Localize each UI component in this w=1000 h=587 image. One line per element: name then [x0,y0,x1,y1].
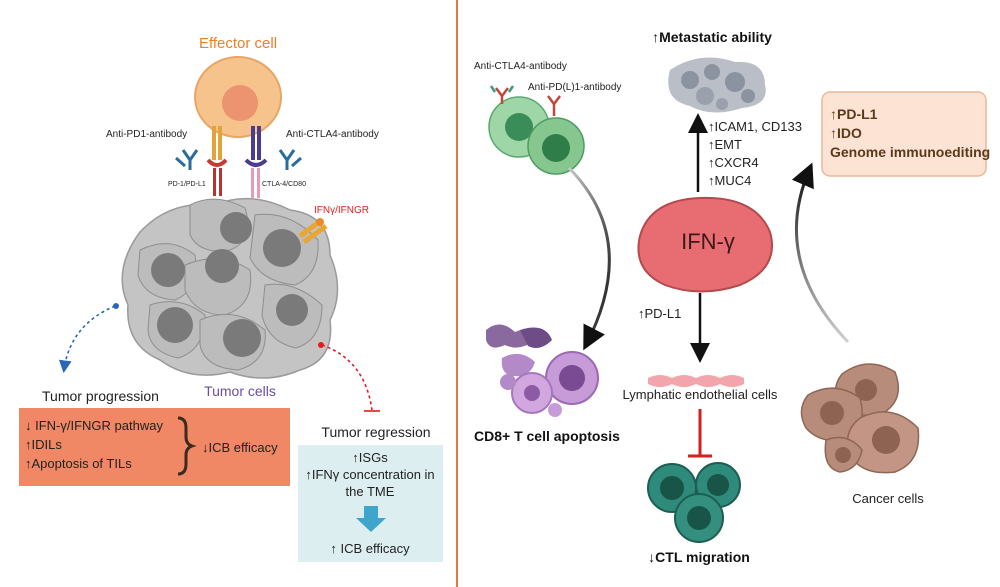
progression-item: ↑IDILs [25,437,62,452]
metastatic-label: ↑Metastatic ability [652,29,772,45]
left-panel: Effector cell [19,35,443,562]
t-cells-icon [488,96,585,175]
progression-dashed-arrow [58,305,116,374]
tumor-progression-box [19,408,290,486]
immunoediting-box [821,91,987,177]
anti-ctla4-label-left: Anti-CTLA4-antibody [286,129,379,140]
tumor-cells-label: Tumor cells [204,383,276,399]
ifngr-label: IFNγ/IFNGR [314,205,369,216]
ctla4-cd80-label: CTLA-4/CD80 [262,181,306,188]
box-item: ↑IDO [830,125,862,141]
antibody-icon [495,87,561,116]
progression-item: ↓ IFN-γ/IFNGR pathway [25,418,163,433]
box-item: ↑PD-L1 [830,106,878,122]
regression-item: the TME [346,484,395,499]
marker-item: ↑MUC4 [708,173,751,188]
regression-item: ↑IFNγ concentration in [305,467,434,482]
ctl-cells-icon [647,462,741,543]
ifng-blob-icon [637,196,773,293]
anti-pdl1-label: Anti-PD(L)1-antibody [528,82,621,93]
progression-arrow-dot [113,303,119,309]
pdl1-up-label: ↑PD-L1 [638,306,681,321]
pd1-pdl1-label: PD-1/PD-L1 [168,181,206,188]
marker-item: ↑EMT [708,137,742,152]
cancer-cells-icon [800,363,920,474]
tumor-cells-icon [121,197,339,379]
lymphatic-endothelial-icon [648,375,744,387]
cancer-cells-label: Cancer cells [852,491,924,506]
ifng-label: IFN-γ [681,229,735,254]
ifngr-receptor-icon [298,217,328,245]
antibody-tip-icon [489,85,515,93]
tumor-regression-title: Tumor regression [321,424,430,440]
ctla4-receptor-icon [244,126,268,198]
regression-item: ↑ISGs [352,450,388,465]
marker-item: ↑CXCR4 [708,155,759,170]
anti-pd1-antibody-icon [175,149,199,170]
anti-ctla4-label-right: Anti-CTLA4-antibody [474,61,567,72]
regression-result: ↑ ICB efficacy [330,541,410,556]
cancer-curved-arrow [791,162,850,344]
anti-ctla4-antibody-icon [278,149,302,170]
progression-result: ↓ICB efficacy [202,440,278,455]
regression-arrow-dot [318,342,324,348]
progression-item: ↑Apoptosis of TILs [25,456,132,471]
apoptosis-curved-arrow [567,166,611,351]
effector-cell-icon [194,56,282,138]
box-item: Genome immunoediting [830,144,990,160]
ctl-migration-label: ↓CTL migration [648,549,750,565]
pd1-receptor-icon [206,126,228,196]
lymphatic-label: Lymphatic endothelial cells [623,387,778,402]
right-panel: Anti-CTLA4-antibody Anti-PD(L)1-antibody [474,29,990,565]
cd8-apoptosis-label: CD8+ T cell apoptosis [474,428,620,444]
marker-item: ↑ICAM1, CD133 [708,119,802,134]
regression-dashed-inhibit [321,344,373,411]
tumor-regression-box [298,445,443,562]
tumor-progression-title: Tumor progression [42,388,159,404]
anti-pd1-label: Anti-PD1-antibody [106,129,187,140]
down-arrow-icon [356,506,386,532]
curly-brace-icon [177,416,197,476]
effector-cell-label: Effector cell [199,35,277,52]
metastatic-cells-icon [668,57,766,113]
apoptotic-cells-icon [486,324,599,417]
